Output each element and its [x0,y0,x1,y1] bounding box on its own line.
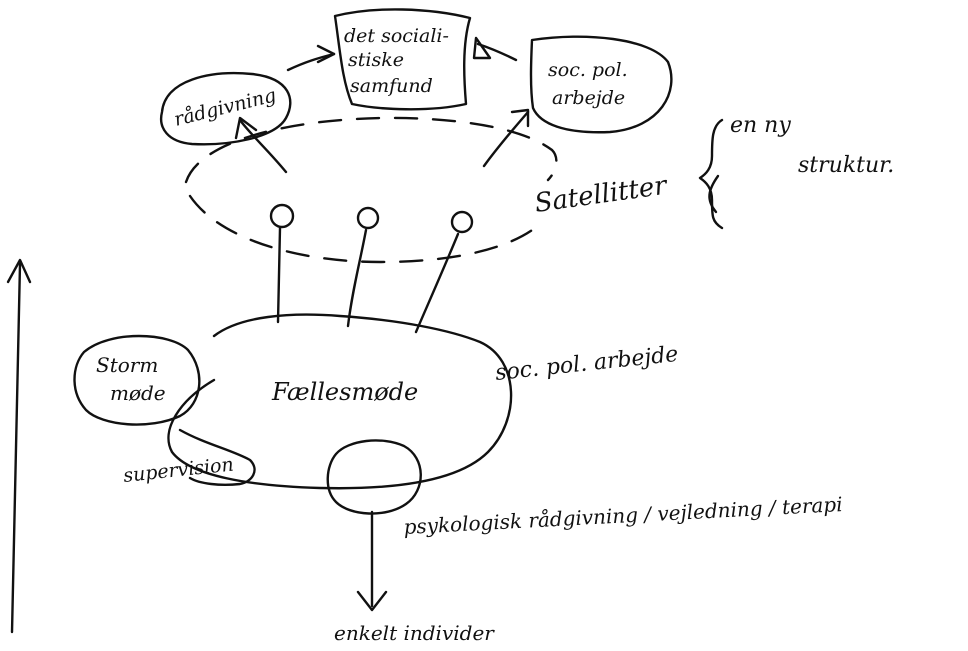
satellite-3-stem [414,232,460,334]
satellites-brace-tick [708,174,720,214]
brace-shape [698,118,724,230]
lower-circle [326,439,422,515]
ring-to-rightbox-arrowhead [510,108,530,128]
supervision-blob [178,428,256,486]
top-box-line-3: samfund [350,75,433,97]
left-vertical-arrow [10,262,22,634]
satellite-3 [450,210,474,234]
left-oval-label: rådgivning [172,84,278,131]
supervision-label: supervision [122,454,234,487]
left-oval-shape [159,72,292,146]
left-blob-line-2: møde [110,381,166,405]
top-box-line-2: stiske [348,49,404,71]
satellite-2 [356,206,380,230]
top-box-line-1: det sociali- [344,25,449,47]
brace-label-line-1: en ny [730,113,791,138]
down-arrowhead [356,590,388,612]
center-label: Fællesmøde [271,378,418,406]
left-blob-line-1: Storm [96,353,158,377]
right-main-label: soc. pol. arbejde [494,342,679,386]
brace-label-line-2: struktur. [798,153,894,178]
outcome-label: enkelt individer [334,621,495,645]
ring-to-oval-arrow [238,118,288,174]
satellite-2-stem [346,228,368,328]
right-box-shape [529,35,673,134]
lower-dashed-arc [188,194,542,264]
rightbox-to-box-arrowhead [472,36,492,60]
satellite-1 [269,203,295,229]
main-ellipse [167,313,513,490]
upper-dashed-arc [184,116,558,184]
ring-to-oval-arrowhead [234,116,258,140]
satellite-1-stem [276,226,282,324]
bottom-text: psykologisk rådgivning / vejledning / te… [403,492,843,539]
oval-to-box-arrowhead [316,44,336,64]
top-box-shape [333,8,472,111]
satellites-label: Satellitter [533,171,670,219]
left-vertical-arrowhead [6,258,32,284]
right-box-line-2: arbejde [552,87,625,109]
left-blob-shape [73,334,201,426]
right-box-line-1: soc. pol. [548,59,628,81]
ring-to-rightbox-arrow [482,110,530,168]
